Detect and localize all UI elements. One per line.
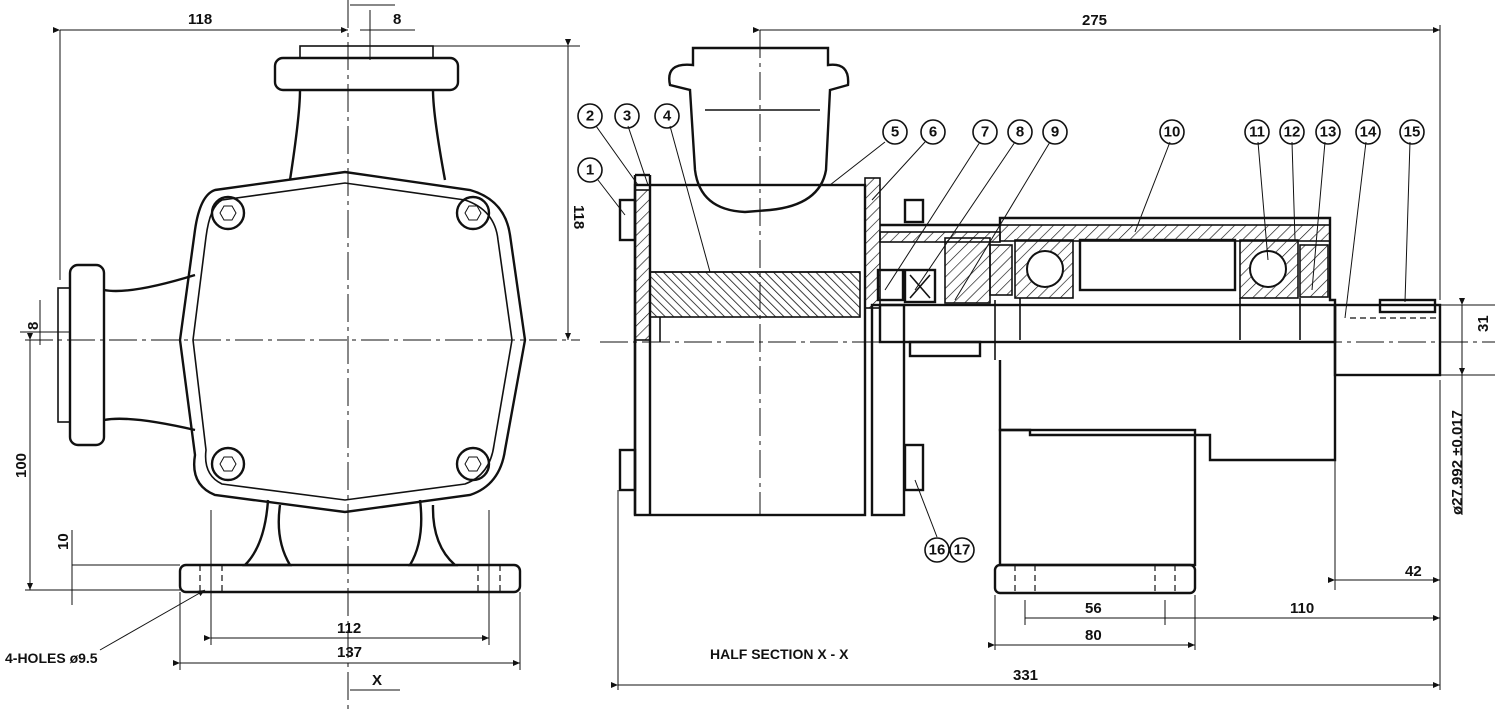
dim-front-width-top: 118 xyxy=(188,11,212,28)
svg-text:12: 12 xyxy=(1284,124,1301,141)
dim-offset-left: 8 xyxy=(25,322,42,330)
dim-shaft-diameter: ø27.992 ±0.017 xyxy=(1449,410,1466,515)
housing-wall-section xyxy=(999,224,1331,242)
dim-height-left: 100 xyxy=(13,453,30,478)
svg-text:10: 10 xyxy=(1164,124,1181,141)
outlet-neck xyxy=(288,89,447,181)
base-plate xyxy=(178,563,522,594)
balloon-2: 2 xyxy=(577,103,603,129)
balloon-7: 7 xyxy=(972,119,998,145)
svg-text:9: 9 xyxy=(1051,124,1059,141)
svg-text:2: 2 xyxy=(586,108,594,125)
mechanical-seal xyxy=(876,237,991,304)
svg-text:16: 16 xyxy=(929,542,946,559)
section-outlet xyxy=(668,46,850,214)
svg-text:4: 4 xyxy=(663,108,672,125)
dim-base-thickness: 10 xyxy=(55,533,72,550)
balloon-6: 6 xyxy=(920,119,946,145)
balloon-12: 12 xyxy=(1279,119,1305,145)
front-view: 118 8 118 8 100 10 112 137 4-HOLES ø9.5 … xyxy=(5,0,587,713)
dim-hole-spacing: 112 xyxy=(337,620,361,637)
front-cover-section xyxy=(634,189,651,341)
part-balloons: 1 2 3 4 5 6 7 8 9 10 11 12 13 14 15 16 1… xyxy=(577,103,1425,563)
bearing-front xyxy=(1014,239,1074,299)
balloon-4: 4 xyxy=(654,103,680,129)
inlet-flange xyxy=(68,263,106,447)
section-marker: X xyxy=(372,672,382,689)
right-foot-support xyxy=(407,499,459,567)
dim-shaft-to-foot: 110 xyxy=(1290,600,1314,617)
balloon-11: 11 xyxy=(1244,119,1270,145)
balloon-14: 14 xyxy=(1355,119,1381,145)
casing xyxy=(633,183,867,517)
dim-foot-width: 80 xyxy=(1085,627,1102,644)
svg-text:7: 7 xyxy=(981,124,989,141)
balloon-9: 9 xyxy=(1042,119,1068,145)
balloon-10: 10 xyxy=(1159,119,1185,145)
body-bolts xyxy=(210,195,491,482)
svg-text:5: 5 xyxy=(891,124,899,141)
svg-text:13: 13 xyxy=(1320,124,1337,141)
outlet-flange xyxy=(273,56,460,92)
housing-foot xyxy=(993,563,1197,595)
dim-shaft-height: 31 xyxy=(1475,315,1492,332)
svg-text:11: 11 xyxy=(1249,124,1265,141)
dim-base-width: 137 xyxy=(337,644,362,661)
balloon-3: 3 xyxy=(614,103,640,129)
dim-front-height-right: 118 xyxy=(570,205,587,229)
dim-shaft-end: 42 xyxy=(1405,563,1422,580)
dim-foot-inner: 56 xyxy=(1085,600,1102,617)
shaft xyxy=(878,303,1337,344)
dim-overall-length-bottom: 331 xyxy=(1013,667,1038,684)
svg-text:3: 3 xyxy=(623,108,631,125)
svg-text:17: 17 xyxy=(954,542,971,559)
impeller xyxy=(649,271,861,318)
shaft-key xyxy=(1378,298,1437,314)
balloon-5: 5 xyxy=(882,119,908,145)
bearing-rear xyxy=(1239,239,1299,299)
section-title: HALF SECTION X - X xyxy=(710,646,849,662)
balloon-13: 13 xyxy=(1315,119,1341,145)
holes-note: 4-HOLES ø9.5 xyxy=(5,650,98,666)
dim-offset-top: 8 xyxy=(393,11,401,28)
balloon-8: 8 xyxy=(1007,119,1033,145)
inlet-neck xyxy=(103,273,196,432)
svg-text:14: 14 xyxy=(1360,124,1377,141)
svg-text:15: 15 xyxy=(1404,124,1421,141)
half-section-view: 275 31 ø27.992 ±0.017 42 56 110 80 331 H… xyxy=(600,12,1495,690)
svg-text:6: 6 xyxy=(929,124,937,141)
balloon-17: 17 xyxy=(949,537,975,563)
svg-text:8: 8 xyxy=(1016,124,1024,141)
balloon-1: 1 xyxy=(577,157,603,183)
pump-body xyxy=(178,170,527,514)
balloon-15: 15 xyxy=(1399,119,1425,145)
left-foot-support xyxy=(242,499,293,567)
balloon-16: 16 xyxy=(924,537,950,563)
dim-overall-length-top: 275 xyxy=(1082,12,1107,29)
svg-text:1: 1 xyxy=(586,162,594,179)
